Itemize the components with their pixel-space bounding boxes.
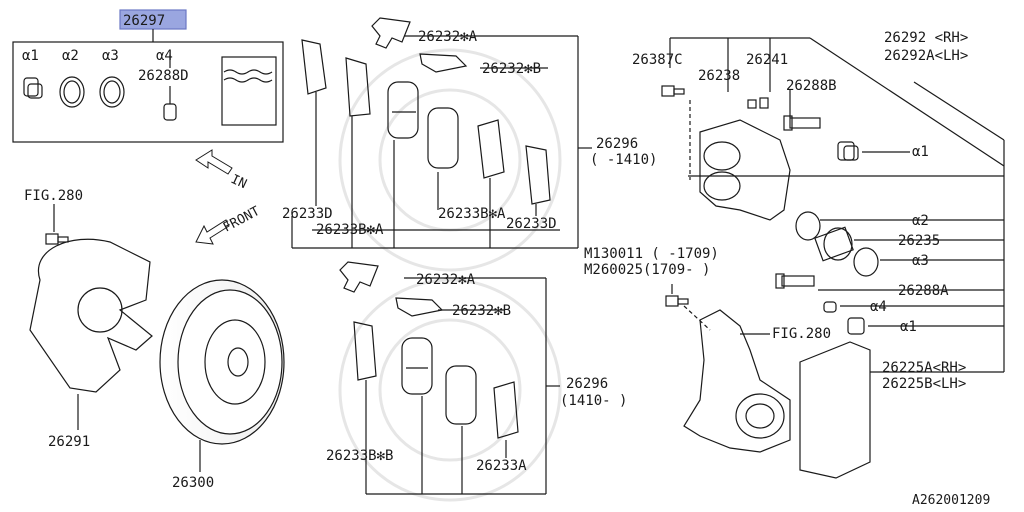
piston-seal-icon (99, 76, 125, 108)
shim-a-label[interactable]: 26233A (476, 458, 527, 474)
boot-icon (23, 77, 43, 99)
caliper-lh-label[interactable]: 26292A<LH> (884, 48, 968, 64)
brake-pad-icon (401, 337, 433, 395)
shim-icon (301, 39, 327, 95)
kit-part-number[interactable]: 26297 (123, 13, 165, 29)
in-arrow-icon (195, 149, 233, 175)
direction-arrows (195, 149, 233, 245)
clip-icon (371, 17, 468, 73)
piston-label[interactable]: 26235 (898, 233, 940, 249)
bleeder-icon (747, 97, 769, 109)
shim-b-a-label-2[interactable]: 26233B✻A (438, 206, 506, 222)
bushing-icon (163, 103, 177, 121)
boot-icon (837, 141, 859, 161)
fig280-mid-label[interactable]: FIG.280 (772, 326, 831, 342)
shim-icon (353, 321, 377, 381)
steering-knuckle-icon (683, 309, 791, 453)
shield-part-number[interactable]: 26291 (48, 434, 90, 450)
shim-icon (525, 145, 551, 205)
support-rh-label[interactable]: 26225A<RH> (882, 360, 966, 376)
right-alpha1b-label: α1 (900, 319, 917, 335)
bleeder-label[interactable]: 26241 (746, 52, 788, 68)
pin-b-label[interactable]: 26288B (786, 78, 837, 94)
shim-d-left-label[interactable]: 26233D (282, 206, 333, 222)
in-label: IN (228, 172, 249, 192)
rotor-part-number[interactable]: 26300 (172, 475, 214, 491)
boot-icon (847, 317, 865, 335)
kit-group (12, 9, 284, 143)
shield-group: FIG.280 (24, 188, 153, 430)
brake-pad-inner-icon (427, 107, 459, 169)
seal-ring-icon (59, 76, 85, 108)
rotor-group (159, 279, 285, 472)
shim-slotted-icon (477, 119, 505, 179)
clip-icon (339, 261, 444, 317)
piston-icon (814, 226, 854, 262)
shim-b-b-label[interactable]: 26233B✻B (326, 448, 393, 464)
piston-seal-icon (853, 247, 879, 277)
seal-ring-icon (795, 211, 821, 241)
pin-a-label[interactable]: 26288A (898, 283, 949, 299)
shim-slotted-icon (345, 57, 371, 117)
front-arrow-icon (195, 219, 230, 245)
right-alpha3-label: α3 (912, 253, 929, 269)
shim-d-right-label[interactable]: 26233D (506, 216, 557, 232)
pad-set-upper-group (291, 17, 592, 249)
clip-a-bot-label[interactable]: 26232✻A (416, 272, 476, 288)
bolt-icon (45, 233, 69, 245)
bleeder-cap-label[interactable]: 26238 (698, 68, 740, 84)
support-lh-label[interactable]: 26225B<LH> (882, 376, 966, 392)
pad-set-top-range: ( -1410) (590, 152, 657, 168)
bolt-c-label[interactable]: 26387C (632, 52, 683, 68)
bushing-icon (823, 301, 837, 313)
guide-pin-icon (775, 273, 815, 289)
right-alpha4-label: α4 (870, 299, 887, 315)
fig280-top-label[interactable]: FIG.280 (24, 188, 83, 204)
pad-set-lower-group (339, 261, 560, 495)
bolt-icon (661, 85, 685, 97)
bolt-icon (665, 295, 689, 307)
brake-pad-icon (387, 81, 419, 139)
caliper-group (661, 37, 1005, 479)
kit-alpha2-label: α2 (62, 48, 79, 64)
brake-pad-inner-icon (445, 365, 477, 425)
guide-pin-icon (783, 115, 821, 131)
caliper-body-icon (699, 119, 791, 221)
caliper-rh-label[interactable]: 26292 <RH> (884, 30, 968, 46)
clip-b-top-label[interactable]: 26232✻B (482, 61, 541, 77)
kit-alpha3-label: α3 (102, 48, 119, 64)
shim-b-a-label[interactable]: 26233B✻A (316, 222, 384, 238)
kit-alpha4-label: α4 (156, 48, 173, 64)
diagram-id: A262001209 (912, 493, 990, 508)
shim-icon (493, 381, 519, 439)
right-alpha1-label: α1 (912, 144, 929, 160)
bolt-m1-label[interactable]: M130011 ( -1709) (584, 246, 719, 262)
dust-shield-icon (29, 238, 153, 393)
caliper-support-icon (799, 341, 871, 479)
front-label: FRONT (221, 204, 263, 236)
kit-alpha1-label: α1 (22, 48, 39, 64)
clip-a-top-label[interactable]: 26232✻A (418, 29, 478, 45)
pad-set-bot-range: (1410- ) (560, 393, 627, 409)
right-alpha2-label: α2 (912, 213, 929, 229)
pad-set-bot-label[interactable]: 26296 (566, 376, 608, 392)
pad-set-top-label[interactable]: 26296 (596, 136, 638, 152)
kit-pin-label[interactable]: 26288D (138, 68, 189, 84)
bolt-m2-label[interactable]: M260025(1709- ) (584, 262, 710, 278)
grease-pack-icon (221, 56, 277, 126)
clip-b-bot-label[interactable]: 26232✻B (452, 303, 511, 319)
